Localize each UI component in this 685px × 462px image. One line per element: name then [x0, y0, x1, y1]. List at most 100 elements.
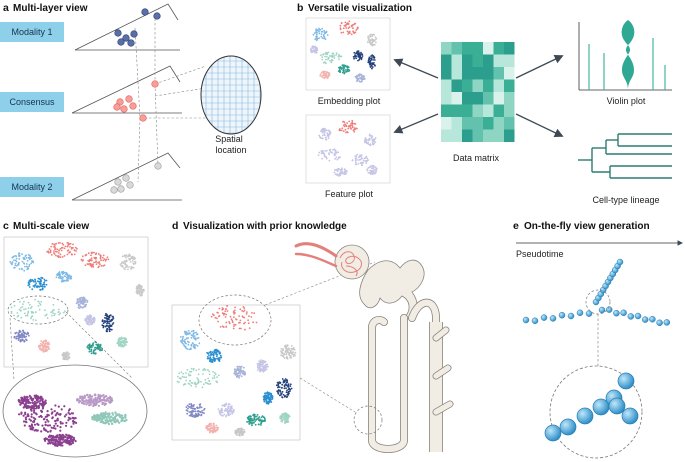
- trajectory-bead: [656, 319, 663, 327]
- arrow-to-embedding-icon: [393, 58, 439, 79]
- trajectory-bead: [567, 312, 575, 320]
- prior-knowledge-cluster-8: [262, 391, 274, 405]
- matrix-cell: [504, 117, 515, 130]
- zoom-link-left: [9, 317, 15, 381]
- panel-a-title: Multi-layer view: [13, 3, 88, 14]
- prior-knowledge-cluster-9: [185, 403, 206, 418]
- embedding-cluster-8: [354, 73, 366, 83]
- arrow-to-violin-icon: [515, 55, 564, 79]
- embedding-cluster-7: [319, 70, 331, 80]
- matrix-cell: [451, 92, 462, 105]
- panel-d: d Visualization with prior knowledge: [171, 220, 454, 453]
- zoom-bead: [544, 424, 562, 442]
- panel-b: b Versatile visualization Embedding plot…: [297, 2, 672, 205]
- panel-c: c Multi-scale view: [2, 220, 149, 458]
- matrix-cell: [504, 92, 515, 105]
- trajectory-bead: [649, 315, 656, 323]
- prior-knowledge-cluster-7: [275, 378, 293, 399]
- feature-cluster-4: [351, 153, 369, 167]
- multi-scale-cluster-15: [135, 283, 145, 297]
- zoom-detail-ellipse-icon: [2, 364, 148, 458]
- trajectory-bead: [576, 309, 584, 317]
- matrix-cell: [504, 54, 515, 67]
- trajectory-bead: [549, 315, 557, 322]
- matrix-cell: [441, 54, 452, 67]
- zoom-bead: [559, 418, 577, 436]
- modality-2-label: Modality 2: [11, 182, 52, 192]
- feature-plot-label: Feature plot: [325, 189, 374, 199]
- lineage-label: Cell-type lineage: [592, 195, 659, 205]
- multi-scale-cluster-6: [10, 298, 66, 322]
- matrix-cell: [483, 104, 494, 117]
- prior-knowledge-cluster-5: [233, 365, 247, 379]
- matrix-cell: [493, 79, 504, 92]
- multi-scale-cluster-5: [119, 253, 137, 271]
- multi-scale-cluster-9: [84, 314, 96, 326]
- embedding-cluster-5: [367, 54, 376, 70]
- feature-cluster-2: [363, 133, 377, 147]
- zoom-region-outline: [7, 295, 69, 325]
- matrix-cell: [451, 79, 462, 92]
- prior-knowledge-embedding-frame: [171, 304, 301, 441]
- matrix-cell: [504, 79, 515, 92]
- matrix-cell: [483, 42, 494, 55]
- matrix-cell: [483, 67, 494, 80]
- prior-knowledge-cluster-0: [179, 329, 201, 351]
- prior-knowledge-cluster-10: [217, 402, 235, 418]
- trajectory-bead: [540, 314, 548, 321]
- violin-shape: [621, 20, 635, 90]
- embedding-cluster-6: [337, 64, 351, 75]
- consensus-box: [0, 92, 64, 112]
- trajectory-zoom-beads: [544, 372, 639, 442]
- matrix-cell: [462, 67, 473, 80]
- matrix-cell: [472, 117, 483, 130]
- matrix-cell: [441, 92, 452, 105]
- arrow-to-lineage-icon: [515, 113, 564, 137]
- spatial-label-line2: location: [215, 145, 246, 155]
- matrix-cell: [462, 129, 473, 142]
- trajectory-bead: [634, 312, 642, 320]
- multi-scale-cluster-7: [75, 296, 89, 310]
- modality-1-label: Modality 1: [11, 27, 52, 37]
- matrix-cell: [441, 79, 452, 92]
- trajectory-bead: [605, 306, 613, 313]
- zoom-cluster-1: [17, 394, 47, 410]
- panel-b-letter: b: [297, 2, 303, 14]
- matrix-cell: [451, 117, 462, 130]
- matrix-cell: [493, 117, 504, 130]
- trajectory-beads: [522, 258, 671, 327]
- matrix-cell: [493, 104, 504, 117]
- embedding-cluster-3: [320, 51, 343, 65]
- matrix-cell: [504, 42, 515, 55]
- trajectory-bead: [641, 316, 649, 323]
- matrix-cell: [441, 104, 452, 117]
- matrix-cell: [472, 92, 483, 105]
- multi-scale-cluster-12: [86, 341, 103, 355]
- panel-c-letter: c: [3, 220, 9, 232]
- multi-scale-clusters: [9, 242, 145, 361]
- multi-scale-cluster-4: [55, 270, 72, 283]
- matrix-cell: [472, 79, 483, 92]
- matrix-cell: [451, 67, 462, 80]
- matrix-cell: [451, 129, 462, 142]
- panel-b-title: Versatile visualization: [308, 3, 412, 14]
- multi-scale-cluster-2: [80, 251, 110, 269]
- matrix-cell: [441, 67, 452, 80]
- feature-plot-clusters: [317, 119, 378, 177]
- zoom-bead: [621, 407, 639, 425]
- matrix-arrows: [393, 55, 564, 137]
- matrix-cell: [462, 42, 473, 55]
- trajectory-bead: [616, 258, 624, 266]
- matrix-cell: [451, 104, 462, 117]
- nephron-region-outline: [353, 405, 383, 435]
- matrix-cell: [472, 42, 483, 55]
- prior-knowledge-cluster-1: [210, 305, 258, 331]
- matrix-cell: [493, 54, 504, 67]
- trajectory-bead: [598, 306, 606, 314]
- matrix-cell: [441, 129, 452, 142]
- matrix-cell: [462, 79, 473, 92]
- matrix-cell: [462, 104, 473, 117]
- trajectory-bead: [613, 309, 620, 317]
- zoom-detail-clusters: [17, 393, 128, 447]
- embedding-cluster-4: [352, 50, 364, 62]
